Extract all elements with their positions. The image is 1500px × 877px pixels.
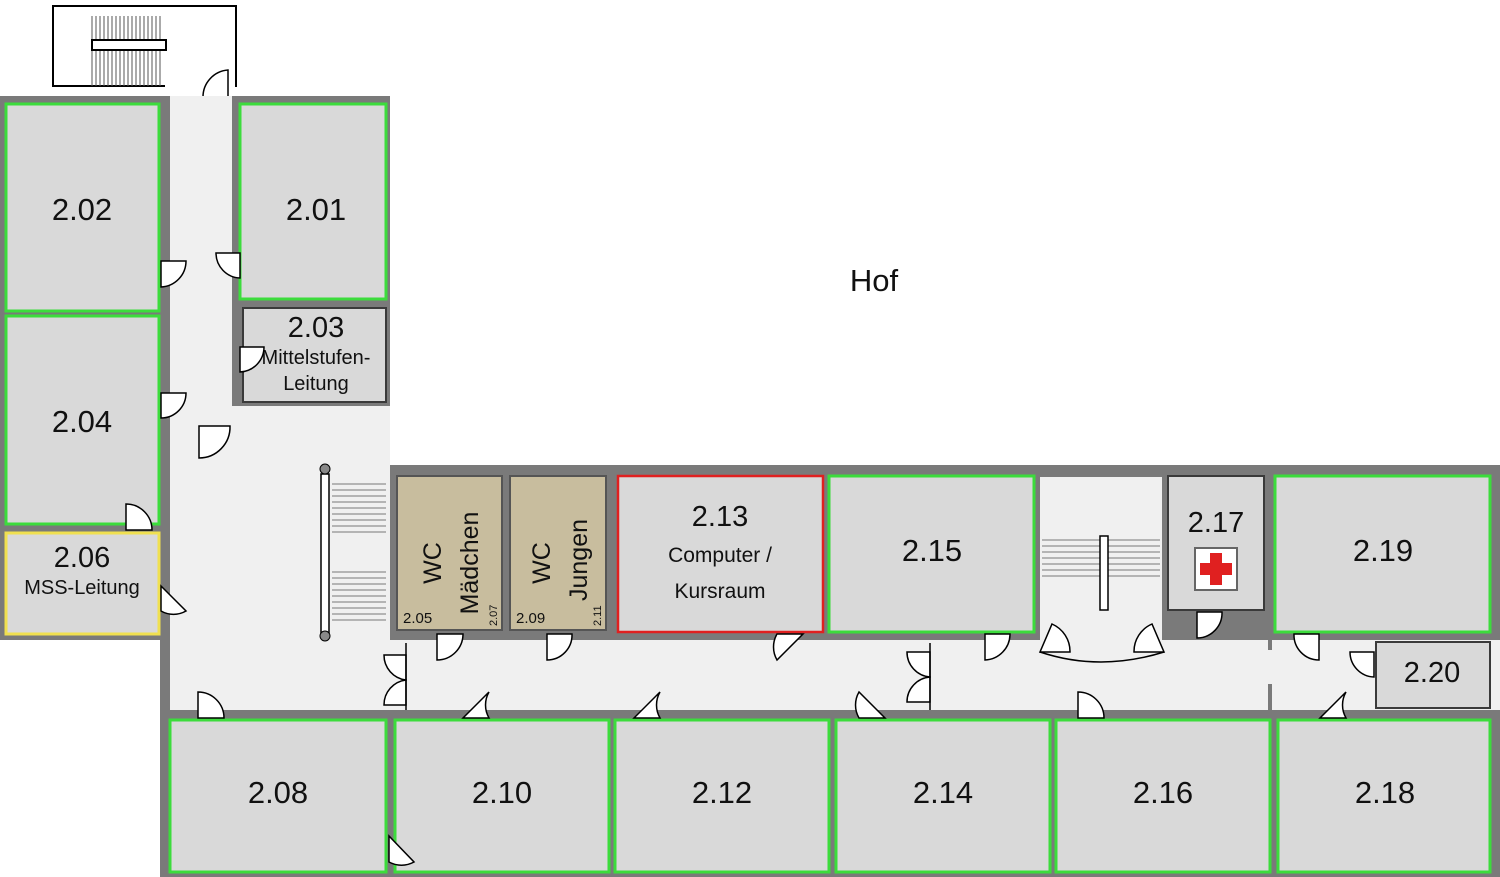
door-icon (1196, 611, 1223, 639)
room-number: 2.06 (54, 542, 110, 574)
door-icon (1038, 623, 1071, 653)
wc-label: WC (419, 542, 447, 584)
door-icon (239, 346, 265, 373)
stairwell-middle (1038, 535, 1166, 663)
room-number: 2.19 (1353, 533, 1413, 568)
room-number: 2.13 (692, 501, 748, 533)
room-number: 2.14 (913, 775, 973, 810)
room-2.06: 2.06 MSS-Leitung (4, 531, 161, 636)
door-icon (197, 691, 225, 719)
door-icon (546, 633, 573, 661)
wc-name: Jungen (565, 519, 593, 601)
stairwell-left (319, 463, 386, 642)
room-2.01: 2.01 (238, 102, 388, 301)
room-2.10: 2.10 (393, 718, 611, 874)
outer-stair-tower (52, 5, 237, 98)
room-number: 2.20 (1404, 657, 1460, 689)
wc-name: Mädchen (456, 512, 484, 615)
room-number: 2.11 (592, 605, 604, 626)
room-number: 2.12 (692, 775, 752, 810)
room-2.04: 2.04 (4, 314, 161, 526)
door-icon (854, 690, 887, 719)
room-number: 2.07 (488, 605, 500, 626)
room-number: 2.03 (288, 312, 344, 344)
door-icon (388, 834, 416, 866)
door-icon (160, 260, 187, 288)
room-2.13: 2.13 Computer / Kursraum (616, 474, 825, 634)
room-number: 2.02 (52, 192, 112, 227)
door-icon (436, 633, 464, 661)
courtyard-label: Hof (850, 263, 899, 298)
room-2.17: 2.17 (1167, 475, 1265, 611)
door-icon (1349, 651, 1375, 678)
first-aid-icon (1194, 547, 1238, 591)
room-label: MSS-Leitung (24, 577, 140, 599)
door-icon (125, 503, 153, 531)
wc-maedchen: WC Mädchen 2.05 2.07 (396, 475, 503, 631)
room-number: 2.16 (1133, 775, 1193, 810)
door-icon (1318, 691, 1348, 719)
door-icon (160, 392, 187, 419)
room-number: 2.15 (902, 533, 962, 568)
door-icon (772, 633, 805, 662)
door-icon (984, 633, 1011, 661)
room-2.16: 2.16 (1054, 718, 1272, 874)
room-number: 2.08 (248, 775, 308, 810)
door-icon (198, 425, 231, 459)
room-2.12: 2.12 (613, 718, 831, 874)
door-icon (160, 584, 188, 616)
door-icon (202, 69, 229, 98)
room-number: 2.04 (52, 404, 112, 439)
room-number: 2.09 (516, 610, 545, 627)
room-label: Mittelstufen- (262, 347, 371, 369)
door-icon (632, 691, 662, 719)
room-2.18: 2.18 (1276, 718, 1492, 874)
room-number: 2.01 (286, 192, 346, 227)
door-icon (215, 252, 241, 279)
room-number: 2.17 (1188, 507, 1244, 539)
wc-label: WC (528, 542, 556, 584)
door-icon (1133, 623, 1166, 653)
room-2.08: 2.08 (168, 718, 388, 874)
room-label: Leitung (283, 373, 349, 395)
room-number: 2.18 (1355, 775, 1415, 810)
door-icon (1077, 691, 1105, 719)
room-number: 2.05 (403, 610, 432, 627)
room-2.20: 2.20 (1375, 641, 1491, 709)
room-label: Kursraum (674, 580, 765, 603)
room-2.02: 2.02 (4, 102, 161, 313)
door-icon (461, 691, 491, 719)
room-2.15: 2.15 (827, 474, 1036, 634)
room-2.14: 2.14 (834, 718, 1052, 874)
wc-jungen: WC Jungen 2.09 2.11 (509, 475, 607, 631)
room-2.03: 2.03 Mittelstufen- Leitung (242, 307, 387, 403)
door-icon (1293, 633, 1320, 661)
room-number: 2.10 (472, 775, 532, 810)
room-2.19: 2.19 (1273, 474, 1492, 634)
room-label: Computer / (668, 544, 772, 567)
